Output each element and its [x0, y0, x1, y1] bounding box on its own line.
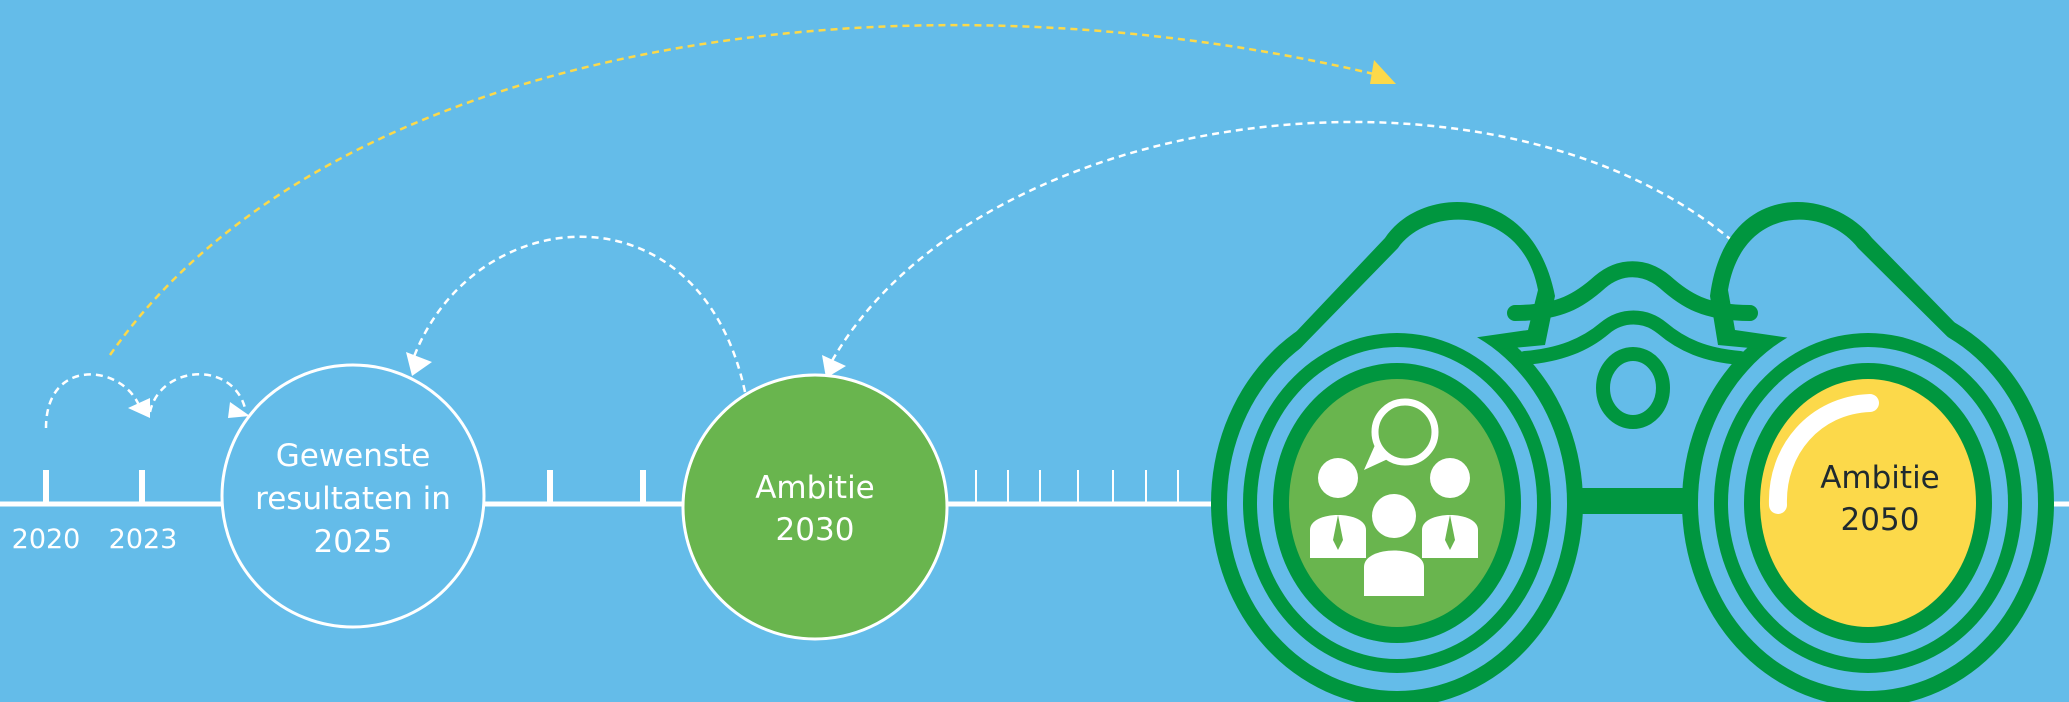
arrowhead-2025-hop [228, 402, 250, 418]
binoculars-icon [1211, 202, 2054, 702]
arrowhead-yellow [1370, 60, 1396, 84]
milestone-2030-line2: 2030 [776, 512, 855, 548]
milestone-2030: Ambitie 2030 [681, 373, 949, 641]
right-lens [1760, 379, 1976, 627]
focus-wheel [1596, 347, 1670, 429]
team-discussion-icon [1310, 398, 1478, 596]
milestone-2025-line3: 2025 [314, 524, 393, 560]
milestone-2030-line1: Ambitie [755, 470, 875, 506]
arrow-heads [128, 60, 1396, 418]
arrow-2023-to-2020 [44, 373, 142, 429]
milestone-2025-circle [220, 363, 486, 629]
milestone-2025: Gewenste resultaten in 2025 [220, 363, 486, 629]
speech-bubble-icon [1364, 398, 1439, 470]
milestone-2050-line1: Ambitie [1820, 460, 1940, 496]
hinge-top [1507, 261, 1758, 321]
arrowhead-2025 [406, 352, 432, 376]
milestone-2050: Ambitie 2050 [1820, 460, 1940, 538]
label-2020: 2020 [12, 524, 81, 555]
arrow-2020-to-2050 [108, 23, 1379, 356]
label-2023: 2023 [109, 524, 178, 555]
arrowhead-2030 [822, 355, 846, 378]
minor-ticks [975, 470, 1179, 504]
milestone-2050-line2: 2050 [1841, 502, 1920, 538]
milestone-2030-circle [681, 373, 949, 641]
dashed-arrows [44, 23, 1840, 429]
arrowhead-2020-hop [128, 398, 150, 418]
arrow-2030-to-2025 [410, 235, 747, 393]
milestone-2025-line1: Gewenste [276, 438, 431, 474]
milestone-2025-line2: resultaten in [255, 481, 451, 517]
arrow-2023-to-2025 [148, 373, 247, 413]
lens-shine [1768, 394, 1879, 514]
hinge-bottom [1518, 310, 1747, 365]
